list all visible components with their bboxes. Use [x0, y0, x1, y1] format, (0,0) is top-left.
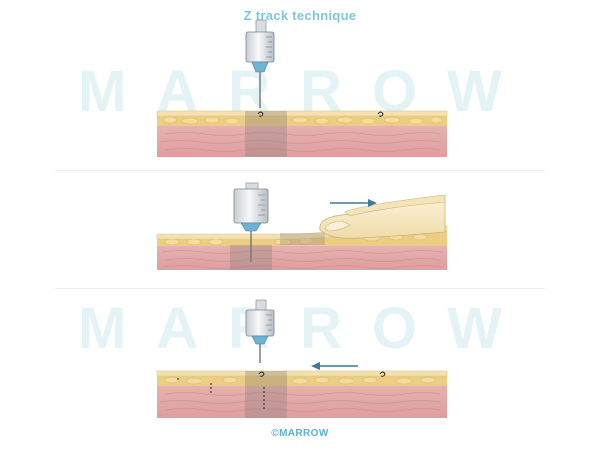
injection-track: [245, 111, 287, 157]
shifted-track-upper: [280, 233, 325, 245]
syringe-1: [245, 19, 275, 108]
skin-layer: [156, 110, 448, 117]
barrel: [233, 188, 269, 224]
syringe-3: [245, 299, 275, 363]
fat-lobules: [162, 116, 443, 125]
direction-arrow-left: [311, 362, 358, 370]
figure-title: Z track technique: [243, 8, 357, 23]
hand-finger: [319, 199, 446, 239]
skin-layer: [156, 370, 448, 377]
needle-hub: [240, 222, 262, 232]
fingernail: [324, 220, 351, 232]
muscle-fibers: [161, 250, 443, 269]
barrel-graduations: [266, 314, 272, 331]
muscle-layer: [157, 125, 447, 157]
fat-lobules: [164, 376, 436, 385]
panel-1: [156, 19, 448, 157]
injection-track: [245, 371, 287, 418]
skin-puncture-right: [377, 111, 384, 117]
muscle-fibers: [159, 392, 441, 412]
tissue-block-1: [156, 110, 448, 157]
skin-puncture-right: [379, 371, 386, 377]
syringe-2: [233, 182, 269, 262]
watermark-bottom: MARROW: [78, 296, 532, 361]
panel-divider-2: [55, 288, 545, 289]
needle-hub: [251, 335, 269, 345]
panel-2: [156, 182, 448, 270]
barrel: [245, 309, 275, 337]
skin-puncture-left: [258, 371, 265, 377]
barrel-graduations: [266, 36, 272, 58]
muscle-layer: [157, 245, 447, 270]
hand-second-finger: [344, 194, 446, 217]
copyright-footer: ©MARROW: [271, 428, 329, 439]
muscle-fibers: [159, 132, 441, 152]
muscle-layer: [157, 385, 447, 418]
barrel-graduations: [258, 194, 265, 216]
pulling-hand: [319, 194, 446, 239]
panel-3: [156, 299, 448, 418]
tissue-block-3: [156, 370, 448, 418]
sealed-track-dots: [177, 378, 265, 409]
direction-arrow-right: [330, 199, 377, 207]
panel-divider-1: [55, 170, 545, 171]
skin-puncture-left: [257, 111, 264, 117]
needle-hub: [251, 61, 269, 73]
